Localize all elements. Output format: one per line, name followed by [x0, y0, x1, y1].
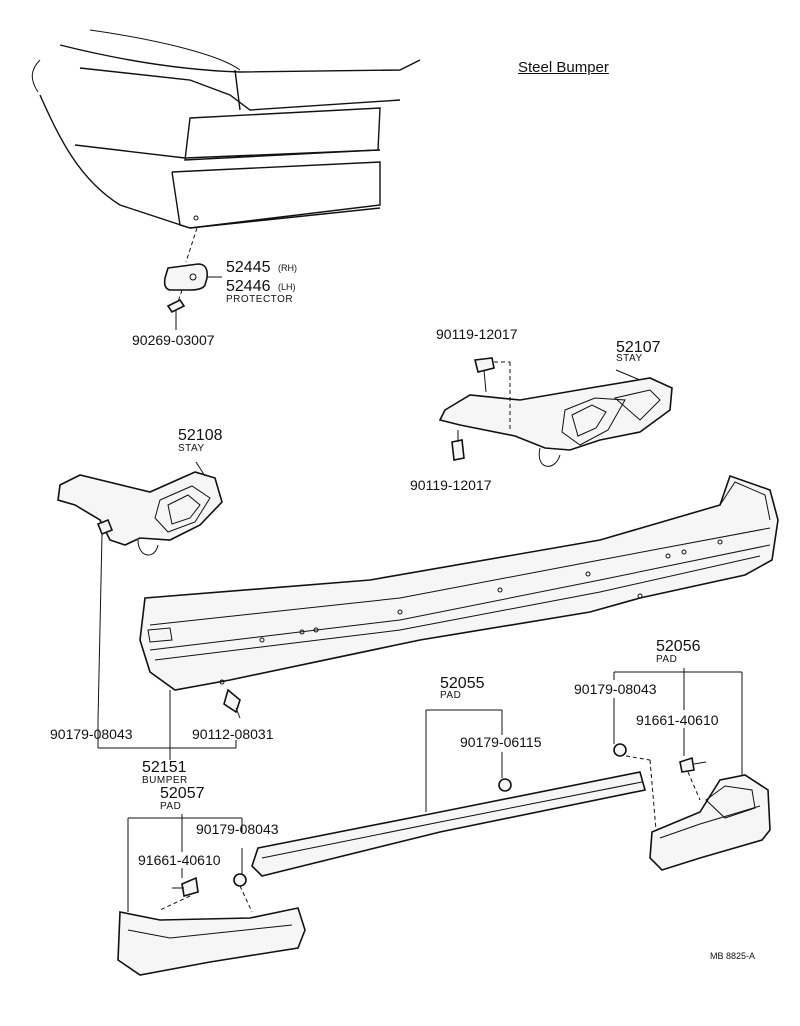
pad-lh-nut-number: 90179-08043 — [196, 821, 279, 837]
stay-lh-name: STAY — [178, 443, 205, 454]
pad-center-part — [251, 771, 647, 877]
stay-rh-name: STAY — [616, 353, 643, 364]
protector-lh-side: (LH) — [278, 282, 296, 292]
car-rear-body — [31, 29, 421, 229]
stay-rh-part — [438, 357, 673, 467]
stay-rh-number: 52107 — [616, 339, 661, 356]
bumper-part — [139, 474, 779, 691]
pad-lh-screw-number: 91661-40610 — [138, 852, 221, 868]
diagram-title: Steel Bumper — [518, 59, 609, 76]
pad-lh-part — [117, 873, 306, 976]
protector-lh-number: 52446 — [226, 278, 271, 295]
pad-lh-name: PAD — [160, 801, 182, 812]
pad-center-number: 52055 — [440, 675, 485, 692]
stay-rh-bottom-bolt-number: 90119-12017 — [410, 477, 492, 493]
figure-code: MB 8825-A — [710, 951, 756, 961]
stay-lh-part — [57, 461, 223, 556]
bumper-name: BUMPER — [142, 775, 188, 786]
protector-screw-number: 90269-03007 — [132, 332, 215, 348]
pad-rh-nut-number: 90179-08043 — [574, 681, 657, 697]
protector-rh-number: 52445 — [226, 259, 271, 276]
bumper-number: 52151 — [142, 759, 187, 776]
protector-part — [163, 227, 222, 330]
pad-center-name: PAD — [440, 690, 462, 701]
pad-rh-number: 52056 — [656, 638, 701, 655]
pad-rh-name: PAD — [656, 654, 678, 665]
leader-lines — [97, 533, 743, 912]
pad-center-nut-number: 90179-06115 — [460, 734, 542, 750]
bumper-bolt-number: 90112-08031 — [192, 726, 274, 742]
pad-rh-screw-number: 91661-40610 — [636, 712, 719, 728]
protector-name: PROTECTOR — [226, 294, 294, 305]
stay-rh-top-bolt-number: 90119-12017 — [436, 326, 518, 342]
bumper-bolt-part — [223, 688, 241, 719]
protector-rh-side: (RH) — [278, 263, 297, 273]
stay-lh-number: 52108 — [178, 427, 223, 444]
bumper-nut-number: 90179-08043 — [50, 726, 133, 742]
pad-lh-number: 52057 — [160, 785, 205, 802]
pad-rh-part — [613, 743, 771, 871]
